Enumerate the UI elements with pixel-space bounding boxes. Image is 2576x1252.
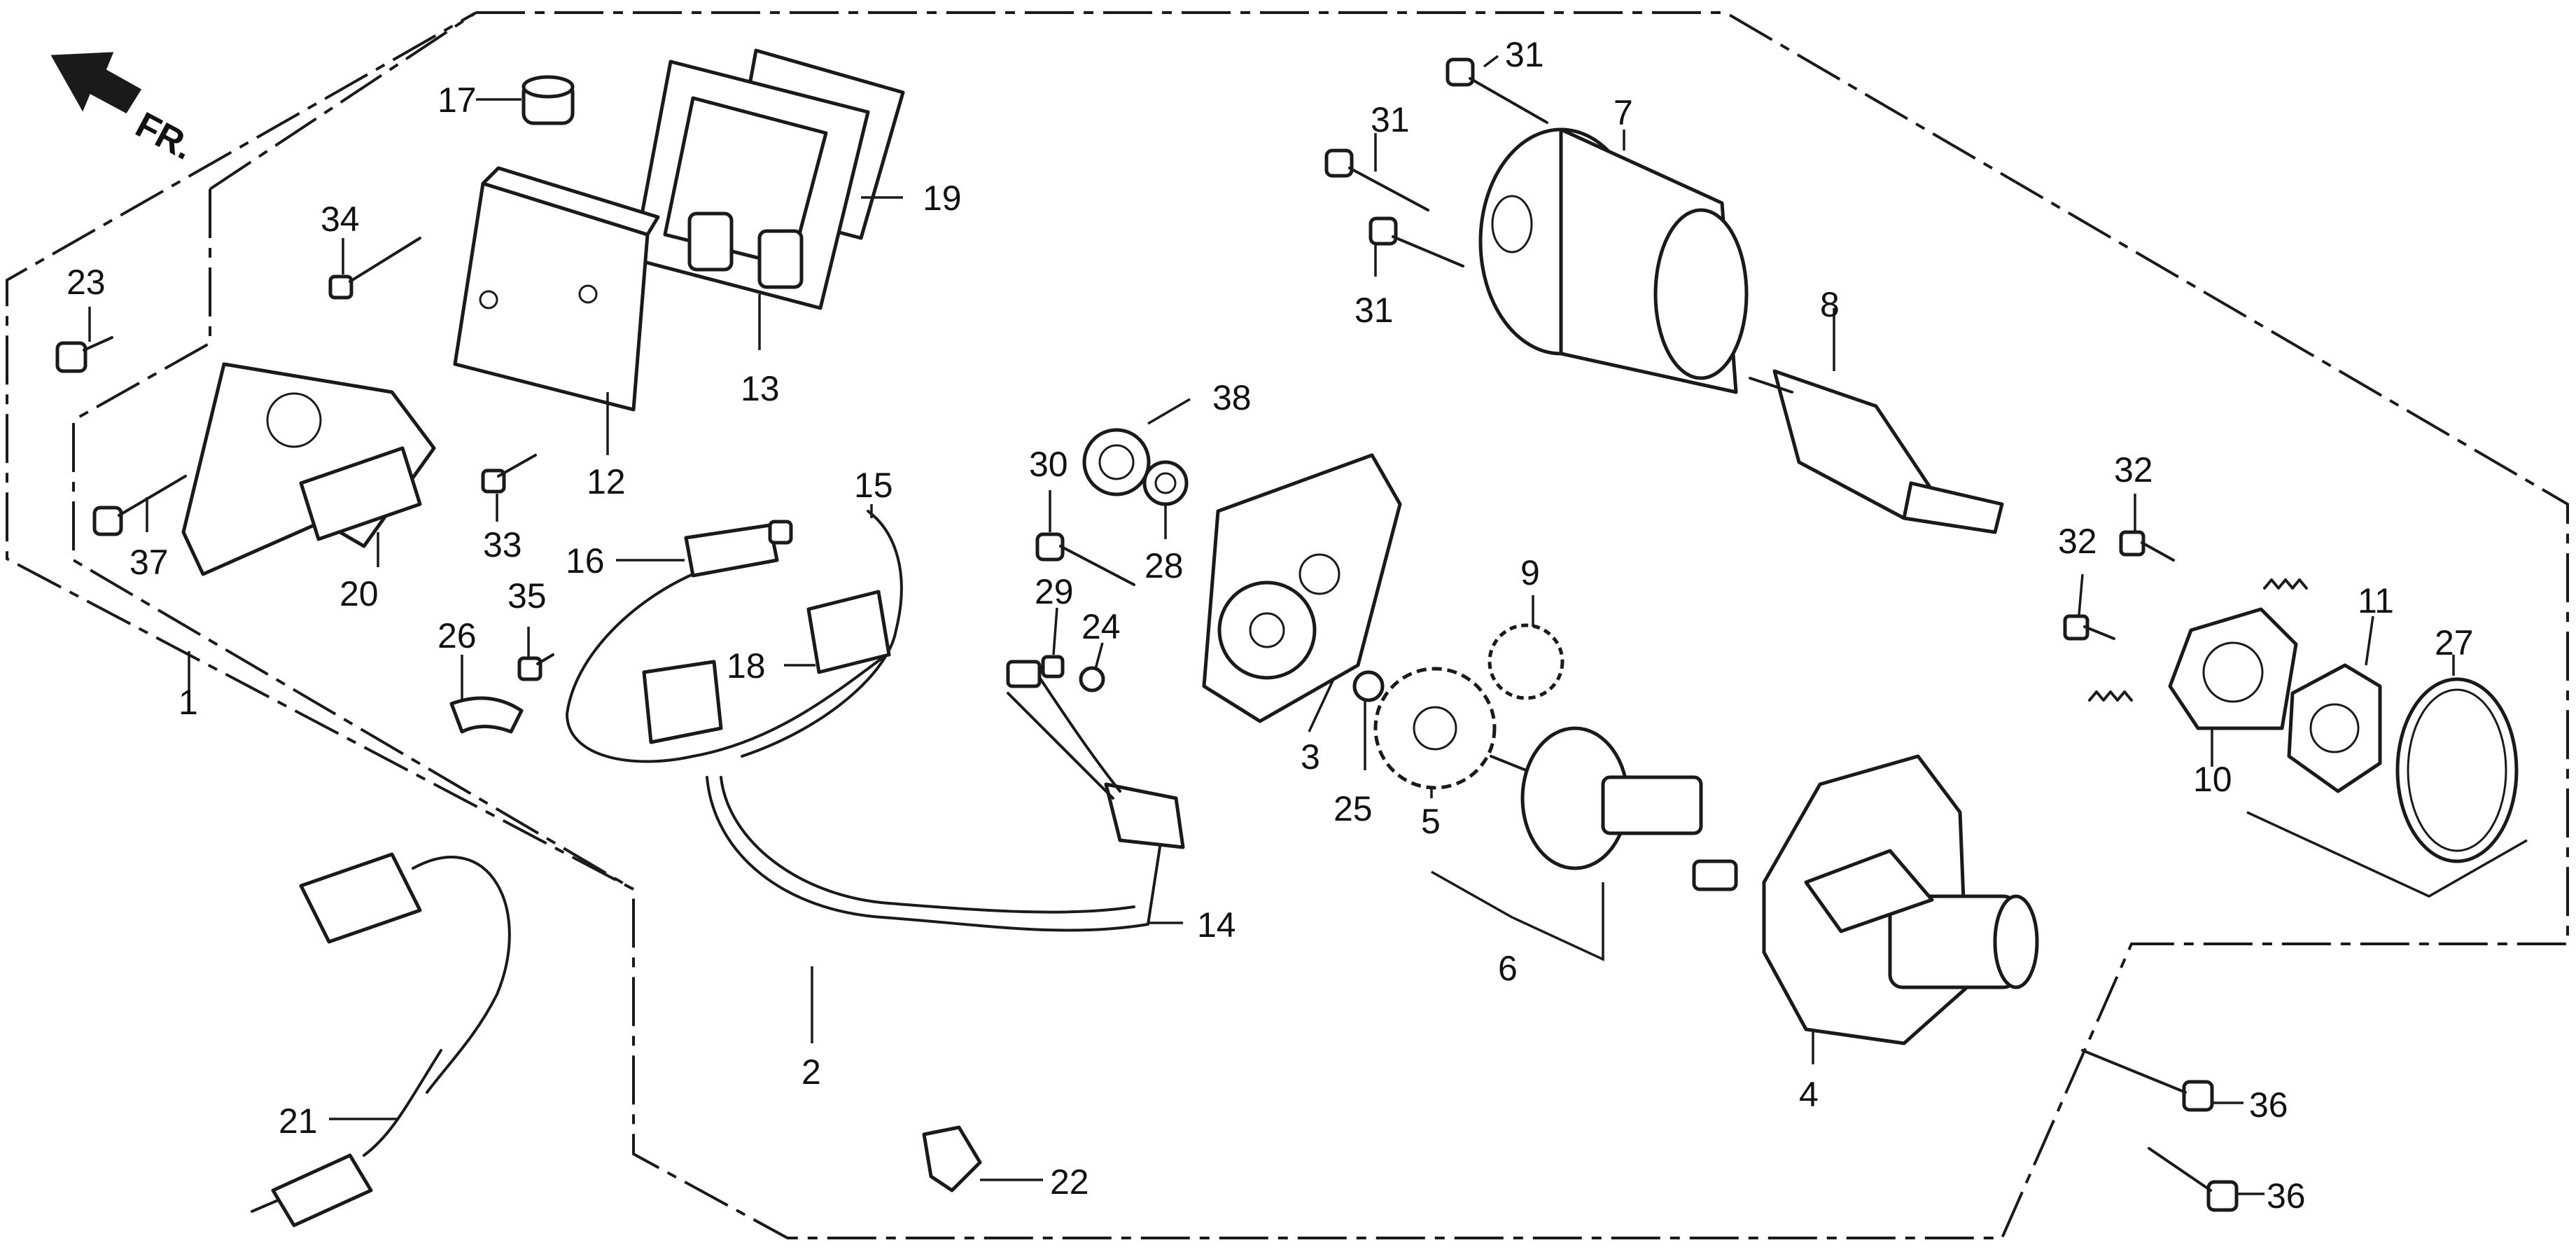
callout-36-upper: 36 [2249,1085,2288,1125]
part-37-bolt [92,475,187,536]
callout-21: 21 [279,1101,318,1141]
callout-37: 37 [130,543,169,582]
callout-30: 30 [1029,445,1068,484]
part-31-bolt-lower [1368,216,1464,267]
callout-5: 5 [1421,802,1441,841]
part-30-bolt [1035,532,1135,586]
callout-31-lower: 31 [1354,291,1394,330]
callout-4: 4 [1799,1075,1819,1114]
part-17-cap-nut [522,75,575,125]
front-direction-label: FR. [129,104,200,168]
part-9-gear [1488,623,1564,700]
callout-23: 23 [66,263,106,302]
part-28-seal [1142,460,1189,506]
callout-7: 7 [1614,93,1633,132]
part-15-wire-harness [566,510,903,763]
part-36-bolt-upper [2081,1049,2214,1112]
callout-28: 28 [1144,546,1184,585]
callout-15: 15 [854,466,893,505]
part-35-bolt [517,653,554,681]
part-31-bolt-top [1446,57,1548,124]
part-10-brush-holder [2168,607,2298,730]
callout-18: 18 [727,646,766,686]
part-11-plate [2287,663,2382,793]
callout-3: 3 [1301,737,1320,777]
callout-10: 10 [2193,760,2232,799]
part-27-o-ring [2395,677,2519,863]
part-25-washer [1352,670,1385,702]
part-3-housing [1202,453,1402,723]
part-4-starter-motor [1762,754,2039,1045]
part-32-screw-lower [2063,614,2115,641]
callout-29: 29 [1035,572,1074,611]
part-24-washer [1079,666,1105,693]
callout-22: 22 [1050,1162,1089,1202]
callout-32-upper: 32 [2114,450,2153,489]
callout-19: 19 [923,179,962,218]
part-14-cable [706,660,1185,932]
callout-17: 17 [438,81,477,120]
part-31-bolt-middle [1324,148,1429,211]
part-20-bracket [181,362,436,576]
callout-11: 11 [2358,581,2394,620]
part-34-screw [328,237,421,300]
spring-icon [2088,578,2308,702]
callout-2: 2 [802,1052,821,1092]
callout-36-lower: 36 [2267,1176,2306,1216]
part-7-yoke [1478,127,1749,394]
callout-9: 9 [1520,553,1540,592]
callout-27: 27 [2435,623,2474,662]
callout-1: 1 [178,683,198,722]
callout-25: 25 [1334,789,1373,828]
callout-26: 26 [438,616,477,655]
part-12-control-unit [453,166,660,412]
part-6-clutch-assembly [1490,726,1738,891]
part-18-relay [642,590,891,744]
part-36-bolt-lower [2148,1147,2239,1212]
callout-33: 33 [483,525,522,564]
callout-38: 38 [1212,378,1252,417]
part-26-clamp [449,696,524,734]
callout-31-top: 31 [1505,35,1544,74]
part-29-bolt [1041,655,1065,679]
part-38-bearing [1082,428,1151,496]
callout-34: 34 [321,200,360,239]
part-23-bolt [55,336,113,373]
callout-35: 35 [507,576,547,615]
part-32-screw-upper [2119,530,2175,562]
callout-24: 24 [1082,607,1121,646]
part-21-power-cord [251,852,511,1227]
callout-20: 20 [340,574,379,613]
callout-14: 14 [1197,905,1236,945]
callout-31-middle: 31 [1371,100,1410,139]
assembly-boundary [6,11,2569,1239]
part-13-case [631,60,870,310]
part-16-switch [684,520,793,578]
callout-13: 13 [741,369,780,408]
callout-16: 16 [566,541,605,580]
part-5-gear [1373,667,1497,790]
callout-12: 12 [587,462,626,501]
callout-8: 8 [1820,285,1840,324]
callout-6: 6 [1498,949,1518,988]
part-8-armature [1749,369,2004,534]
part-33-bolt [481,454,537,494]
callout-32-lower: 32 [2058,522,2097,561]
front-direction-arrow-icon [50,52,142,113]
part-22-clip [922,1125,982,1192]
